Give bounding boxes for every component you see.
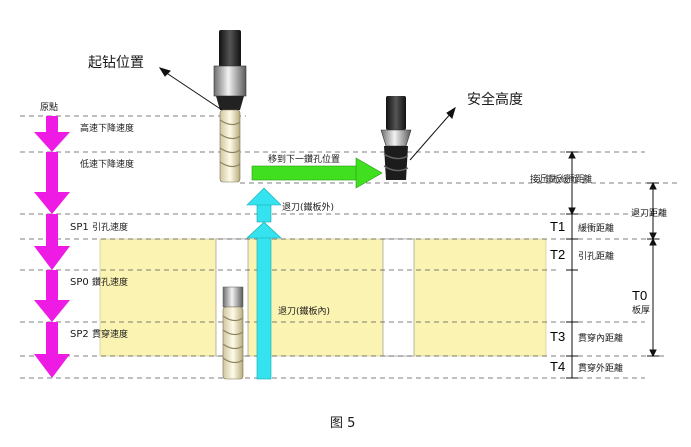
dim-code-t3: T3 — [550, 329, 565, 344]
speed-arrows — [34, 116, 70, 378]
label-move-to-next-hole: 移到下一鑽孔位置 — [268, 153, 340, 165]
callout-start-position: 起钻位置 — [88, 55, 144, 71]
cyan-retract-arrow-short — [246, 187, 282, 223]
speed-label-sp0: 鑽孔速度 — [92, 276, 128, 288]
speed-code-sp0: SP0 — [70, 277, 89, 288]
speed-label-low-descent: 低速下降速度 — [80, 158, 134, 170]
magenta-arrow-5 — [34, 322, 70, 378]
drill-safety-height — [380, 96, 412, 180]
dim-code-t0: T0 — [632, 288, 647, 303]
figure-caption: 图 5 — [330, 416, 355, 431]
magenta-arrow-4 — [34, 270, 70, 322]
callout-safety-height: 安全高度 — [467, 91, 523, 108]
magenta-arrow-3 — [34, 214, 70, 270]
magenta-arrow-2 — [34, 152, 70, 214]
dim-label-t1: 緩衝距離 — [578, 222, 614, 234]
cyan-retract-arrow-long — [246, 221, 282, 380]
steel-plate — [99, 238, 547, 357]
label-retract-distance: 退刀距離 — [631, 207, 667, 219]
speed-code-sp1: SP1 — [70, 222, 89, 233]
dim-label-t4: 貫穿外距離 — [578, 362, 623, 374]
magenta-arrow-1 — [34, 116, 70, 152]
dim-code-t2: T2 — [550, 247, 565, 262]
label-approach-buffer: 接近鐵板緩衝距離 — [530, 173, 592, 185]
origin-label: 原點 — [40, 101, 58, 113]
plate-hole-right — [382, 238, 415, 357]
drill-in-plate — [222, 286, 244, 380]
label-retract-outside: 退刀(鐵板外) — [282, 201, 334, 213]
speed-label-sp1: 引孔速度 — [92, 221, 128, 233]
green-move-arrow — [251, 157, 383, 189]
speed-label-high-descent: 高速下降速度 — [80, 122, 134, 134]
dim-label-t0: 板厚 — [632, 304, 650, 316]
dim-label-t2: 引孔距離 — [578, 250, 614, 262]
dim-code-t1: T1 — [550, 219, 565, 234]
speed-code-sp2: SP2 — [70, 329, 89, 340]
callout-arrows — [158, 67, 456, 161]
dim-label-t3: 貫穿內距離 — [578, 332, 623, 344]
label-retract-inside: 退刀(鐵板內) — [278, 305, 330, 317]
dim-code-t4: T4 — [550, 359, 565, 374]
dimension-lines — [566, 150, 659, 379]
drill-start-position — [213, 30, 247, 183]
speed-label-sp2: 貫穿速度 — [92, 328, 128, 340]
